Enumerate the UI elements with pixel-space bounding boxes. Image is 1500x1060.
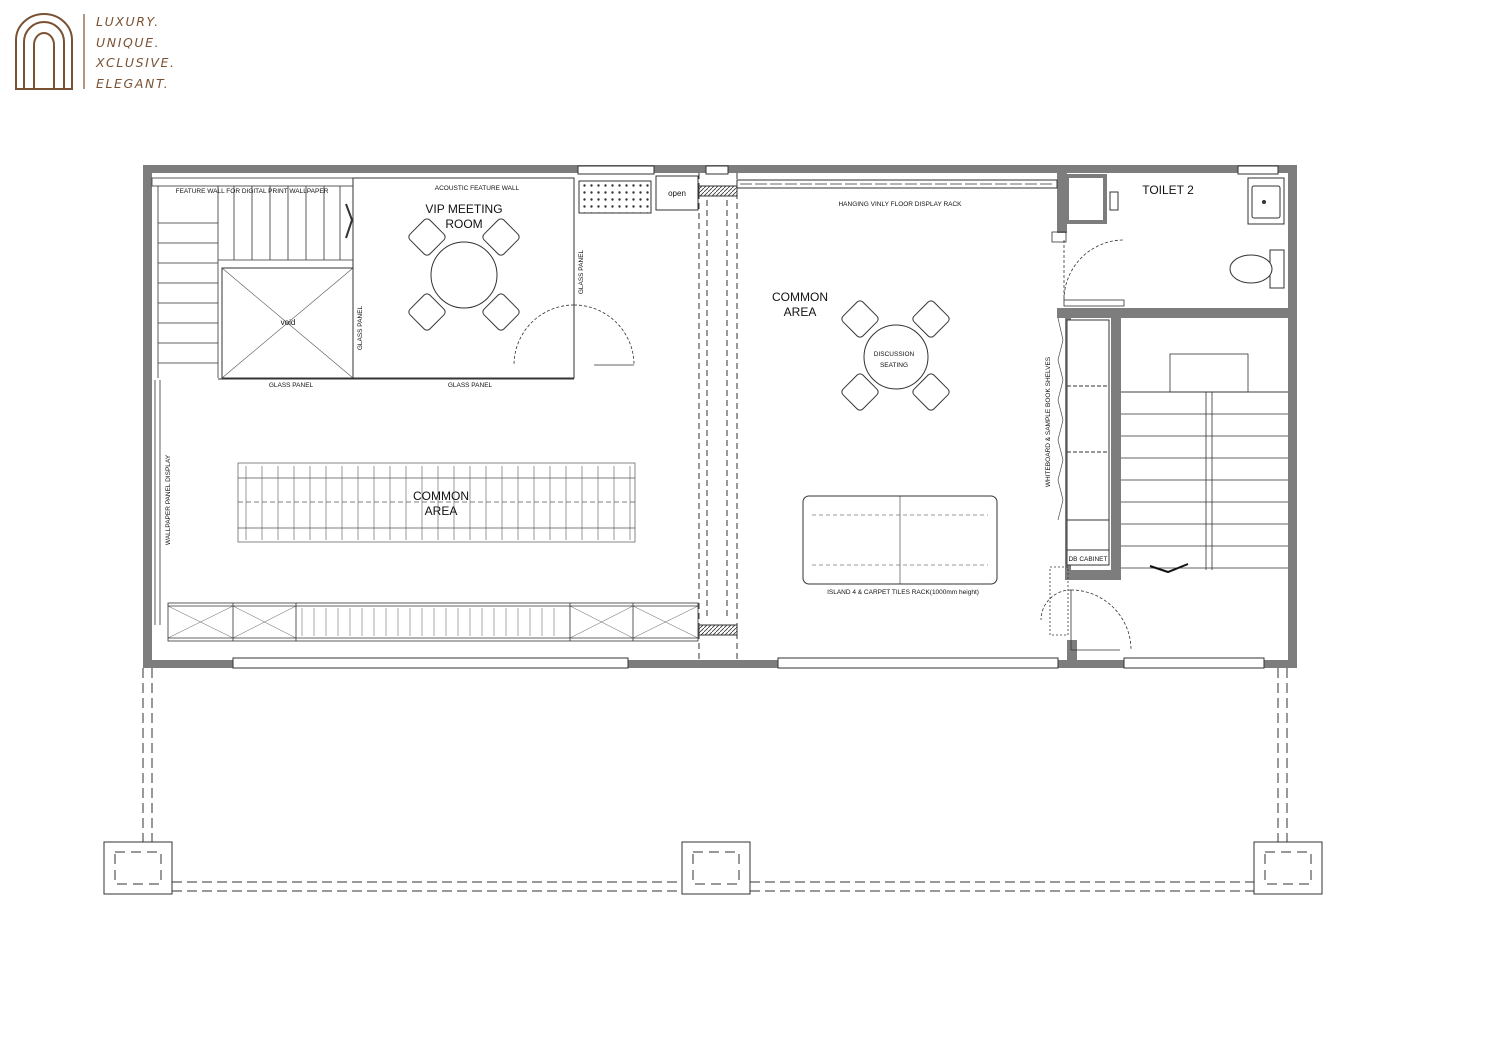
whiteboard-label: WHITEBOARD & SAMPLE BOOK SHELVES bbox=[1045, 356, 1052, 487]
island-rack bbox=[802, 495, 998, 585]
glass-panel-label: GLASS PANEL bbox=[269, 382, 314, 389]
discussion-seating bbox=[841, 300, 950, 411]
sample-display-box bbox=[578, 175, 699, 214]
glass-panel-label: GLASS PANEL bbox=[357, 305, 364, 350]
window-top bbox=[577, 165, 1279, 175]
common-area-right-title: COMMON bbox=[772, 290, 828, 304]
vip-door bbox=[513, 304, 635, 366]
wallpaper-panel-display bbox=[154, 380, 161, 625]
canopy-pillar bbox=[103, 841, 173, 895]
whiteboard-shelves bbox=[1057, 317, 1110, 566]
right-staircase bbox=[1121, 353, 1288, 570]
vip-room-title: VIP MEETING bbox=[425, 202, 502, 216]
island-label: ISLAND 4 & CARPET TILES RACK(1000mm heig… bbox=[827, 589, 979, 596]
wallpaper-display-label: WALLPAPER PANEL DISPLAY bbox=[165, 454, 172, 545]
canopy-pillar bbox=[681, 841, 751, 895]
brand-block: LUXURY. UNIQUE. XCLUSIVE. ELEGANT. bbox=[0, 0, 220, 100]
canopy-outline bbox=[142, 668, 1288, 892]
tagline-line: XCLUSIVE. bbox=[96, 55, 176, 70]
display-fins bbox=[245, 466, 631, 540]
bottom-display-counter bbox=[167, 602, 699, 642]
feature-wall-label: FEATURE WALL FOR DIGITAL PRINT WALLPAPER bbox=[176, 188, 329, 195]
glass-panel-label: GLASS PANEL bbox=[448, 382, 493, 389]
toilet-title: TOILET 2 bbox=[1142, 183, 1194, 197]
tagline-line: ELEGANT. bbox=[96, 75, 170, 91]
common-area-left-title: AREA bbox=[425, 504, 458, 518]
discussion-label: DISCUSSION bbox=[874, 351, 915, 358]
tagline-line: UNIQUE. bbox=[96, 34, 161, 50]
entrance-door bbox=[1040, 566, 1132, 651]
hanging-rack-label: HANGING VINLY FLOOR DISPLAY RACK bbox=[838, 201, 962, 208]
window-bottom bbox=[232, 657, 1265, 669]
db-cabinet-label: DB CABINET bbox=[1068, 556, 1107, 563]
open-label: open bbox=[668, 189, 686, 198]
left-staircase bbox=[151, 177, 354, 378]
outer-walls bbox=[143, 165, 1297, 668]
toilet-door bbox=[1051, 231, 1125, 307]
glass-panel-label: GLASS PANEL bbox=[578, 249, 585, 294]
void-label: void bbox=[281, 318, 296, 327]
tagline-line: LUXURY. bbox=[96, 14, 160, 29]
central-display-unit bbox=[237, 462, 636, 543]
brand-tagline: LUXURY. UNIQUE. XCLUSIVE. ELEGANT. bbox=[96, 12, 176, 94]
discussion-label: SEATING bbox=[880, 362, 908, 369]
acoustic-wall-label: ACOUSTIC FEATURE WALL bbox=[435, 185, 520, 192]
brand-logo-icon bbox=[15, 13, 85, 90]
common-area-right-title: AREA bbox=[784, 305, 817, 319]
stair-treads bbox=[1121, 391, 1288, 569]
hanging-rack bbox=[736, 179, 1058, 189]
structural-column bbox=[698, 173, 738, 660]
toilet-room bbox=[1065, 174, 1285, 289]
vip-room-walls bbox=[218, 177, 575, 380]
stair-direction-arrow bbox=[1149, 563, 1189, 574]
common-area-left-title: COMMON bbox=[413, 489, 469, 503]
canopy-pillar bbox=[1253, 841, 1323, 895]
vip-meeting-table bbox=[408, 218, 520, 331]
counter-fins bbox=[301, 608, 555, 636]
vip-room-title: ROOM bbox=[445, 217, 482, 231]
